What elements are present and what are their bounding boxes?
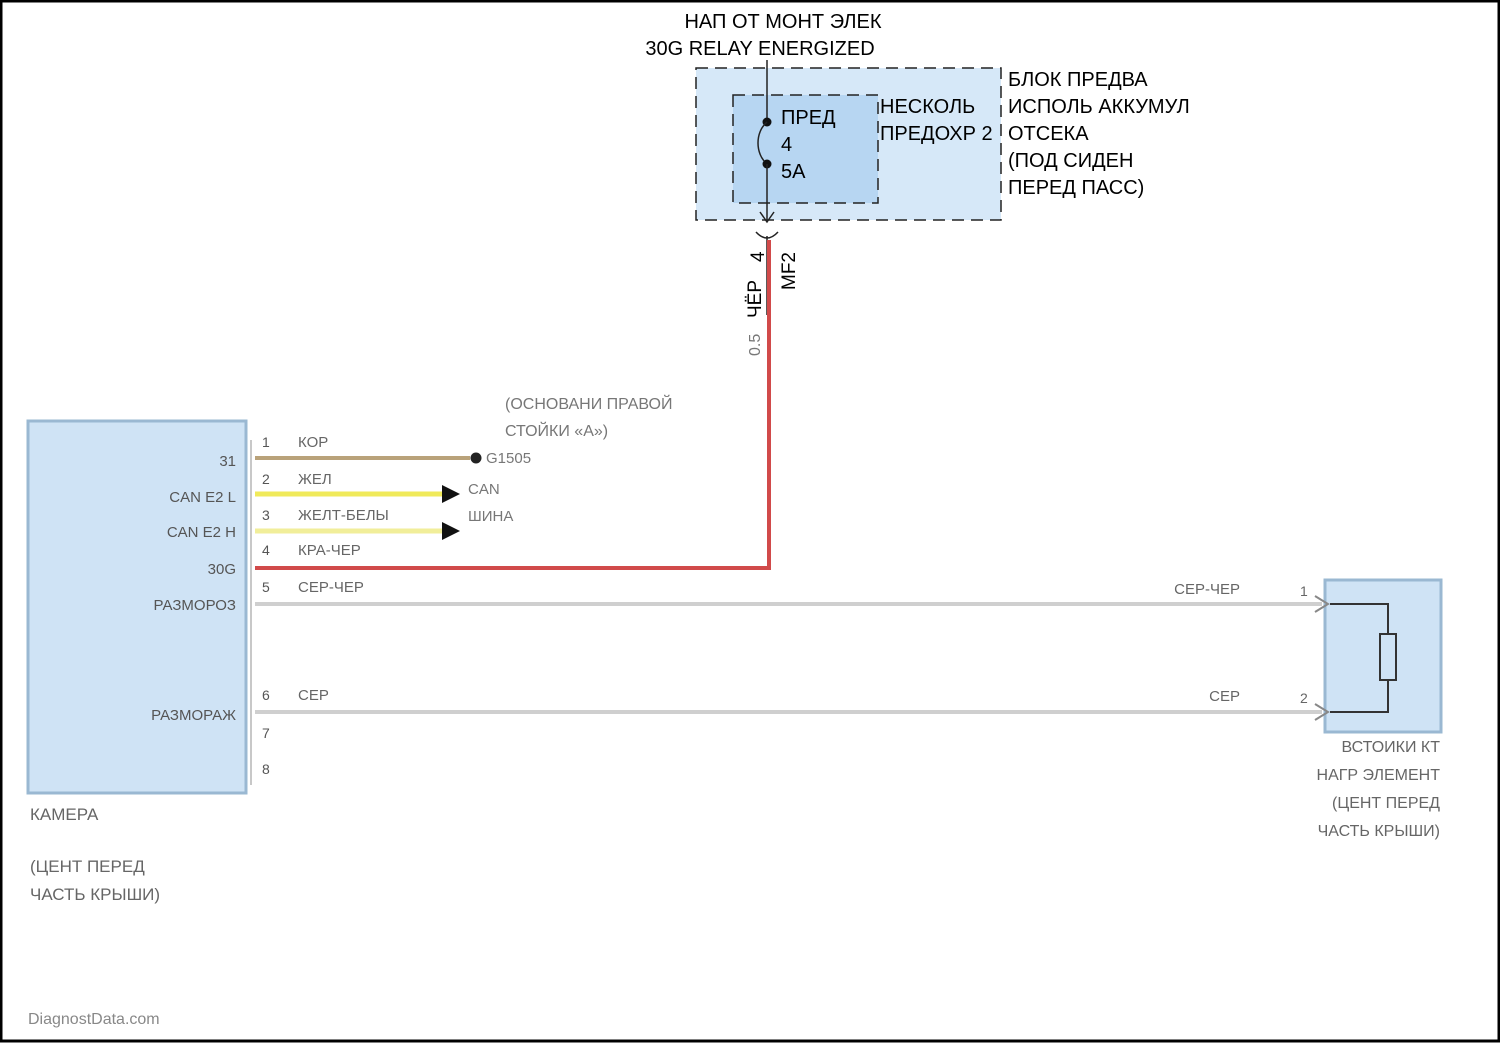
camera-location-line1: (ЦЕНТ ПЕРЕД <box>30 857 145 876</box>
camera-pin-signal-5: РАЗМОРОЗ <box>154 597 236 614</box>
camera-pin-num-3: 3 <box>262 507 270 523</box>
ground-label-line1: (ОСНОВАНИ ПРАВОЙ <box>505 394 673 413</box>
camera-pin-num-2: 2 <box>262 471 270 487</box>
camera-pin-signal-4: 30G <box>208 561 236 578</box>
wire-label-6: СЕР <box>298 687 329 704</box>
camera-pin-signal-6: РАЗМОРАЖ <box>151 707 236 724</box>
heater-name-line2: НАГР ЭЛЕМЕНТ <box>1317 767 1441 784</box>
wire-label-4: КРА-ЧЕР <box>298 542 361 559</box>
wire-label-1: КОР <box>298 434 328 451</box>
heater-name-line4: ЧАСТЬ КРЫШИ) <box>1318 823 1440 840</box>
camera-pin-num-4: 4 <box>262 542 270 558</box>
wire-label-3: ЖЕЛТ-БЕЛЫ <box>298 507 389 524</box>
fuse-label-line1: ПРЕД <box>781 107 836 129</box>
supply-subtitle: 30G RELAY ENERGIZED <box>645 38 874 60</box>
camera-pin-signal-3: CAN E2 H <box>167 524 236 541</box>
watermark: DiagnostData.com <box>28 1011 160 1028</box>
feed-pin-label: 4 <box>748 251 769 262</box>
fuse-block-label-line5: ПЕРЕД ПАСС) <box>1008 177 1144 199</box>
can-low-arrow-icon <box>442 485 460 503</box>
fuse-label-line2: 4 <box>781 134 792 156</box>
wire-label-2: ЖЕЛ <box>298 471 332 488</box>
camera-pin-num-8: 8 <box>262 761 270 777</box>
camera-pin-num-6: 6 <box>262 687 270 703</box>
can-bus-label-line2: ШИНА <box>468 508 513 525</box>
ground-splice-icon <box>471 453 482 464</box>
heater-wire-label-bottom: СЕР <box>1209 688 1240 705</box>
camera-location-line2: ЧАСТЬ КРЫШИ) <box>30 885 160 904</box>
can-high-arrow-icon <box>442 522 460 540</box>
feed-wire-size-label: 0.5 <box>747 334 764 356</box>
fuse-group-label-line1: НЕСКОЛЬ <box>880 96 975 118</box>
camera-pin-signal-1: 31 <box>219 453 236 470</box>
feed-connector-label: MF2 <box>779 252 800 290</box>
heater-pin-bottom: 2 <box>1300 690 1308 706</box>
fuse-block-label-line3: ОТСЕКА <box>1008 123 1089 145</box>
heater-name-line1: ВСТОИКИ КТ <box>1341 739 1440 756</box>
fuse-label-line3: 5A <box>781 161 806 183</box>
camera-name: КАМЕРА <box>30 805 99 824</box>
heater-resistor-icon <box>1380 634 1396 680</box>
heater-wire-label-top: СЕР-ЧЕР <box>1174 581 1240 598</box>
fuse-block-label-line4: (ПОД СИДЕН <box>1008 150 1133 172</box>
feed-wire-color-label: ЧЁР <box>745 280 766 318</box>
can-bus-label-line1: CAN <box>468 481 500 498</box>
fuse-block-label-line2: ИСПОЛЬ АККУМУЛ <box>1008 96 1190 118</box>
ground-label-line2: СТОЙКИ «A») <box>505 421 608 440</box>
fuse-block-label-line1: БЛОК ПРЕДВА <box>1008 69 1148 91</box>
wire-label-5: СЕР-ЧЕР <box>298 579 364 596</box>
supply-title: НАП ОТ МОНТ ЭЛЕК <box>684 11 881 33</box>
heater-name-line3: (ЦЕНТ ПЕРЕД <box>1332 795 1440 812</box>
heater-pin-top: 1 <box>1300 583 1308 599</box>
fuse-group-label-line2: ПРЕДОХР 2 <box>880 123 993 145</box>
ground-id-label: G1505 <box>486 450 531 467</box>
camera-pin-num-5: 5 <box>262 579 270 595</box>
camera-pin-num-7: 7 <box>262 725 270 741</box>
camera-pin-num-1: 1 <box>262 434 270 450</box>
camera-pin-signal-2: CAN E2 L <box>169 489 236 506</box>
